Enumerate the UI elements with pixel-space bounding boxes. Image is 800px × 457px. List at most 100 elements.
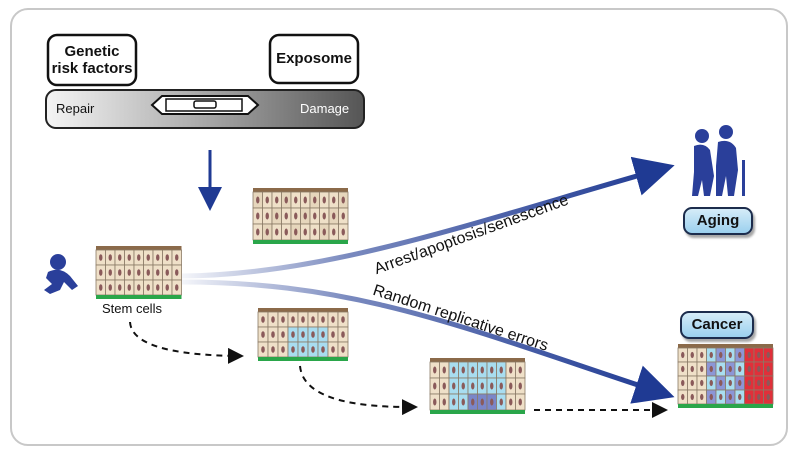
cell-nucleus (281, 331, 285, 338)
cell-nucleus (442, 382, 446, 390)
genetic-risk-label: Genetic risk factors (51, 43, 133, 77)
stem-cell-tissue (95, 246, 182, 299)
cell-nucleus (311, 331, 315, 338)
cell-nucleus (275, 196, 279, 204)
cell-nucleus (256, 212, 260, 220)
cell-nucleus (281, 316, 285, 323)
cell-nucleus (284, 212, 288, 220)
basement-membrane (678, 404, 773, 408)
cell-nucleus (284, 196, 288, 204)
cell-nucleus (301, 331, 305, 338)
cell-nucleus (738, 379, 742, 387)
cell-nucleus (757, 365, 761, 373)
cell-nucleus (99, 284, 103, 291)
cell-nucleus (321, 316, 325, 323)
cell-nucleus (291, 331, 295, 338)
cell-nucleus (271, 346, 275, 353)
tissue-lining (258, 308, 348, 313)
cell-nucleus (433, 366, 437, 374)
cell-nucleus (146, 284, 150, 291)
cell-nucleus (341, 331, 345, 338)
cell-nucleus (281, 346, 285, 353)
cell-nucleus (700, 365, 704, 373)
cell-nucleus (747, 351, 751, 359)
cell-nucleus (747, 393, 751, 401)
cell-nucleus (137, 284, 141, 291)
cell-nucleus (719, 379, 723, 387)
cell-nucleus (452, 398, 456, 406)
repair-damage-scale (45, 89, 365, 129)
cell-nucleus (433, 398, 437, 406)
tissue-lining (96, 246, 182, 251)
cell-nucleus (265, 228, 269, 236)
cell-nucleus (518, 398, 522, 406)
tissue-lining (430, 358, 525, 363)
cell-nucleus (728, 351, 732, 359)
cell-nucleus (118, 269, 122, 276)
cell-nucleus (499, 382, 503, 390)
cell-nucleus (700, 393, 704, 401)
cell-nucleus (518, 366, 522, 374)
cell-nucleus (709, 351, 713, 359)
cell-nucleus (275, 212, 279, 220)
aging-badge: Aging (683, 207, 753, 235)
cell-nucleus (690, 393, 694, 401)
stem-cells-label: Stem cells (102, 301, 162, 316)
cell-nucleus (681, 393, 685, 401)
cell-nucleus (709, 393, 713, 401)
baby-icon (44, 254, 78, 294)
cell-nucleus (738, 351, 742, 359)
cell-nucleus (719, 393, 723, 401)
cell-nucleus (728, 365, 732, 373)
cell-nucleus (256, 228, 260, 236)
cell-nucleus (341, 228, 345, 236)
cell-nucleus (265, 196, 269, 204)
senescent-tissue (252, 188, 349, 244)
cell-nucleus (480, 366, 484, 374)
cell-nucleus (700, 379, 704, 387)
cell-nucleus (509, 366, 513, 374)
cell-nucleus (311, 316, 315, 323)
cell-nucleus (719, 365, 723, 373)
upper-path-arrow (181, 156, 675, 279)
cell-nucleus (341, 196, 345, 204)
cell-nucleus (294, 228, 298, 236)
cell-nucleus (766, 351, 770, 359)
cell-nucleus (261, 346, 265, 353)
cell-nucleus (709, 365, 713, 373)
cell-nucleus (156, 284, 160, 291)
cell-nucleus (747, 365, 751, 373)
cancer-badge: Cancer (680, 311, 754, 339)
cell-nucleus (442, 398, 446, 406)
cell-nucleus (303, 212, 307, 220)
cell-nucleus (747, 379, 751, 387)
elderly-couple-icon (692, 125, 745, 196)
cell-nucleus (728, 393, 732, 401)
mutant-clone-tissue-2 (429, 358, 526, 414)
cell-nucleus (471, 398, 475, 406)
cell-nucleus (461, 398, 465, 406)
cell-nucleus (433, 382, 437, 390)
cell-nucleus (690, 351, 694, 359)
cell-nucleus (303, 196, 307, 204)
cell-nucleus (681, 351, 685, 359)
cell-nucleus (165, 269, 169, 276)
cell-nucleus (165, 254, 169, 261)
cell-nucleus (146, 254, 150, 261)
basement-membrane (253, 240, 348, 244)
cell-nucleus (490, 382, 494, 390)
cell-nucleus (499, 366, 503, 374)
cell-nucleus (332, 212, 336, 220)
exposome-label: Exposome (276, 50, 352, 67)
exposome-box (268, 33, 360, 85)
cell-nucleus (331, 316, 335, 323)
cell-nucleus (127, 254, 131, 261)
cell-nucleus (256, 196, 260, 204)
cell-nucleus (766, 393, 770, 401)
cell-nucleus (757, 351, 761, 359)
cell-nucleus (490, 366, 494, 374)
cell-nucleus (331, 331, 335, 338)
cell-nucleus (728, 379, 732, 387)
